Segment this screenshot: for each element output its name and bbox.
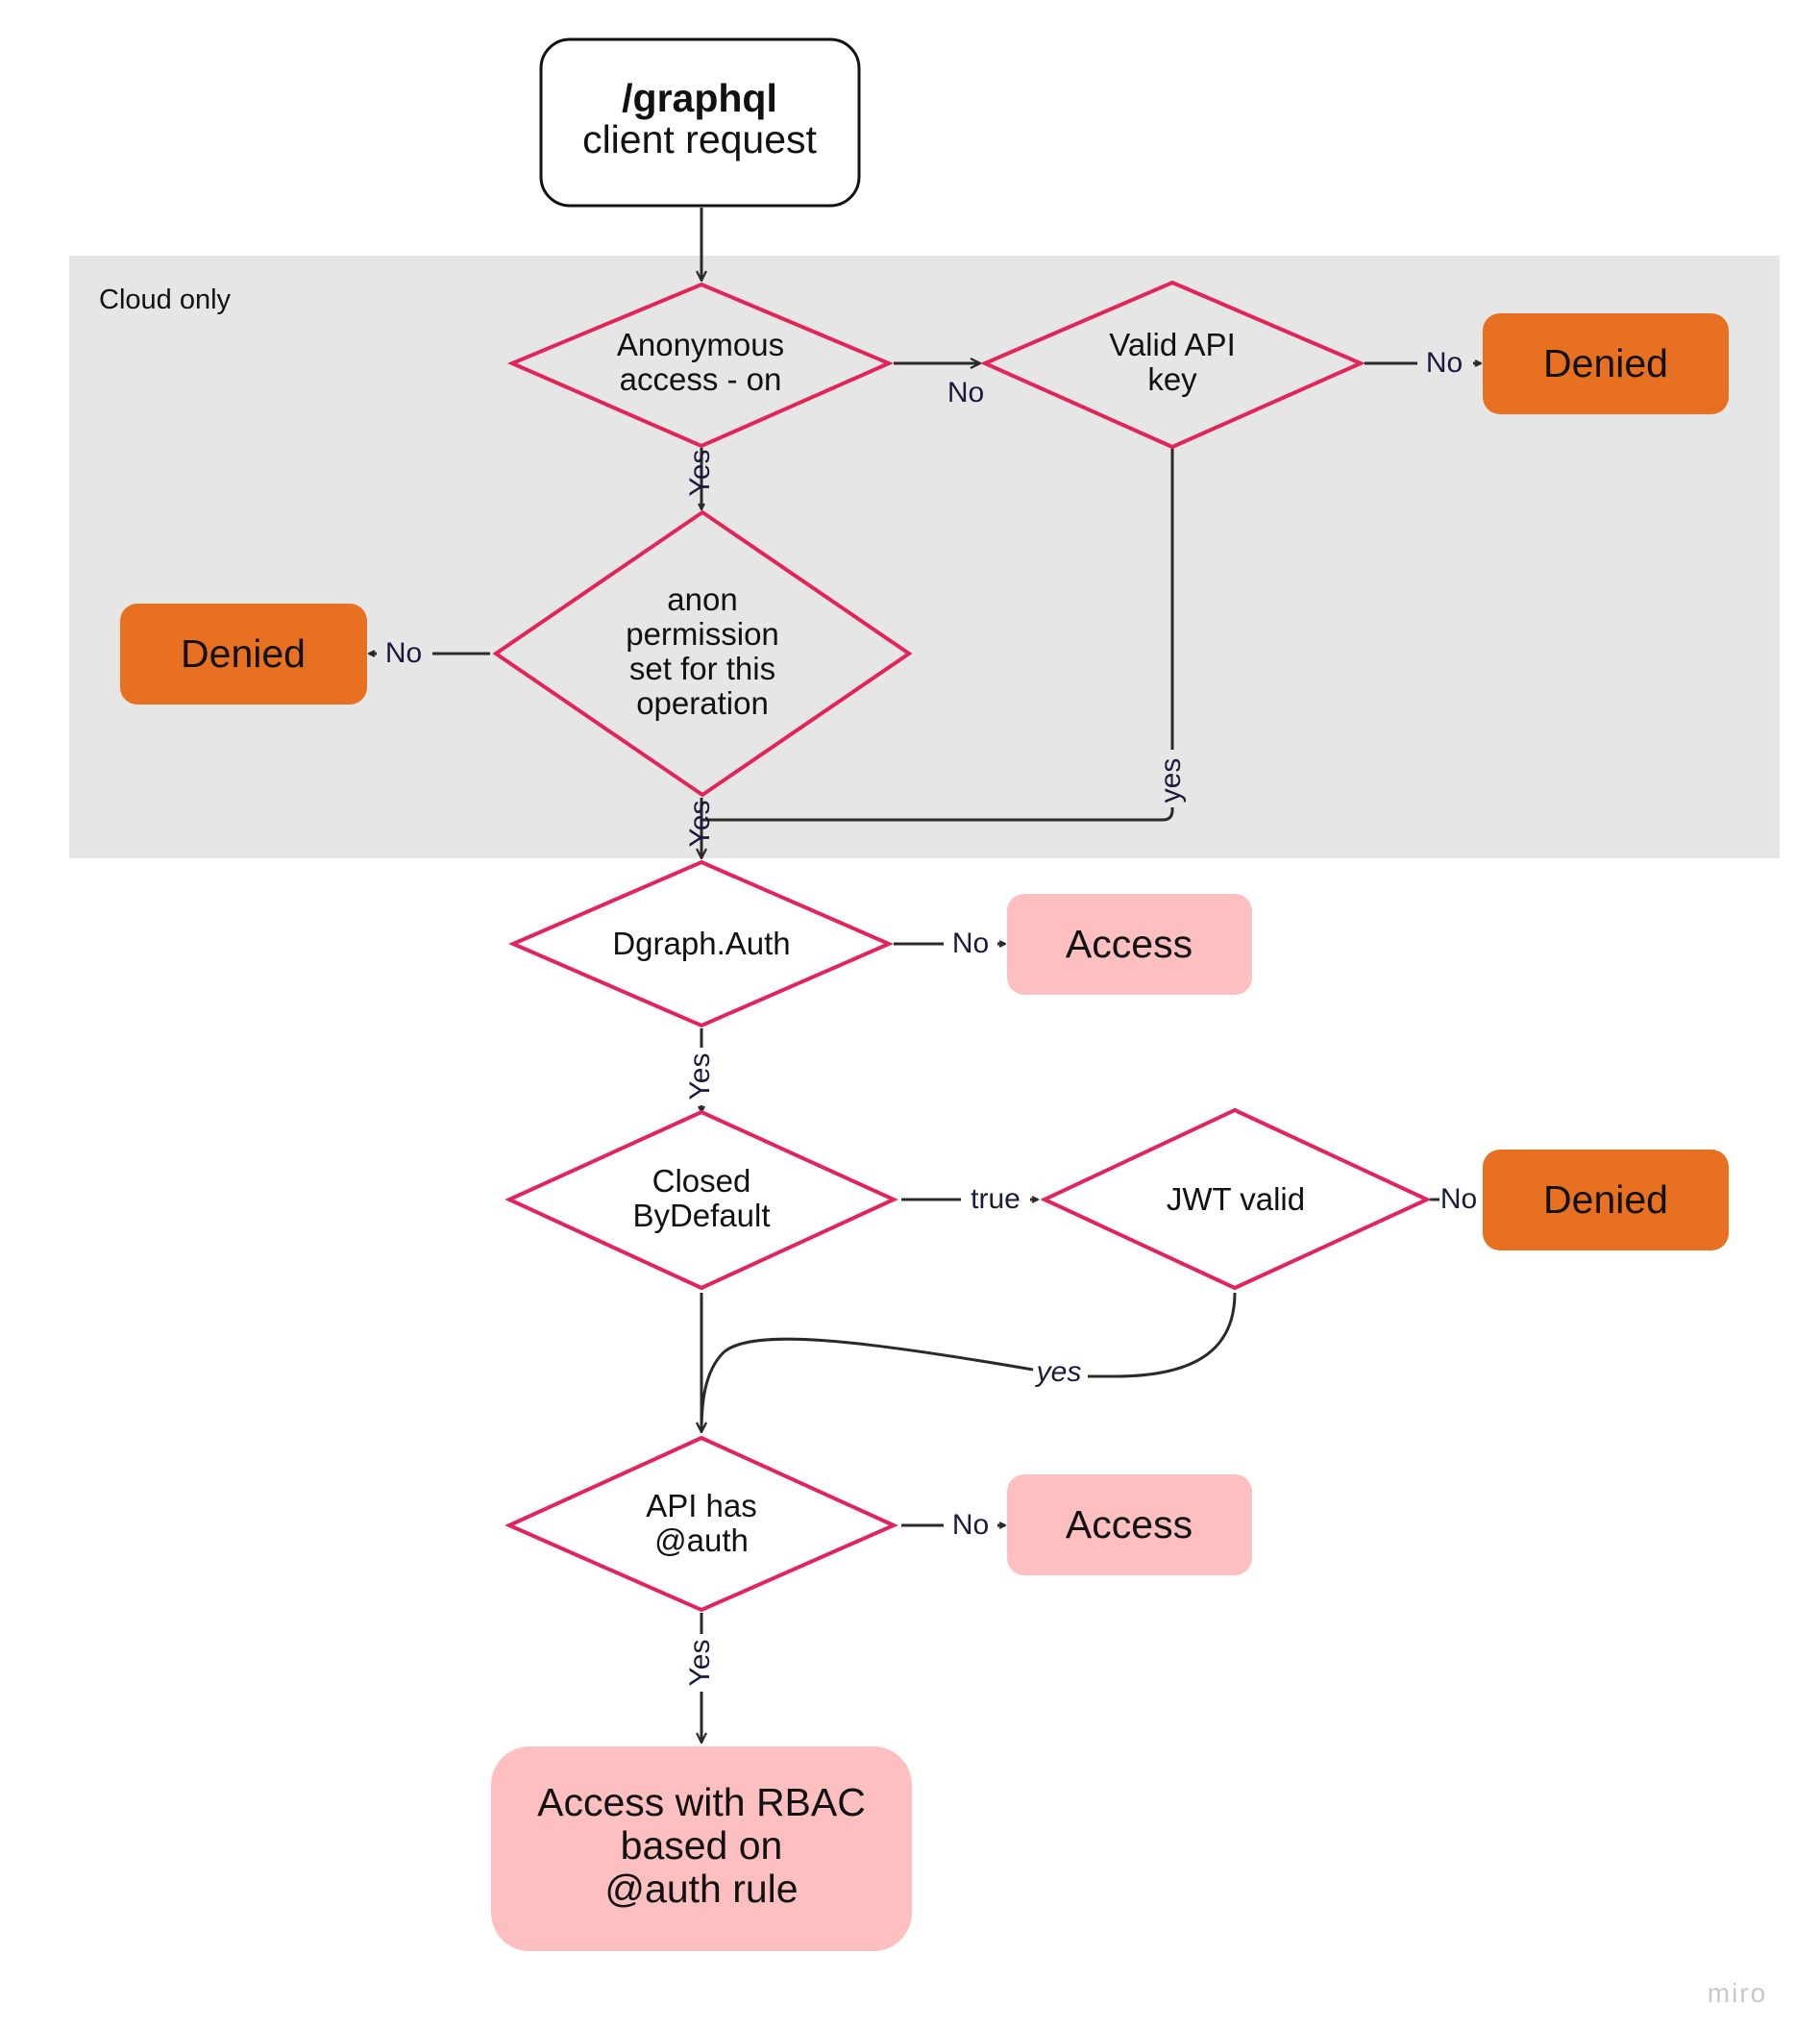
- decision-api-has-auth-diamond: [504, 1435, 898, 1613]
- decision-anonymous-access-diamond: [506, 282, 895, 449]
- edge-label-api-auth-yes: Yes: [684, 1640, 716, 1687]
- terminal-access-with-rbac: Access with RBAC based on @auth rule: [491, 1746, 912, 1951]
- terminal-access-no-auth-directive-box: [1007, 1474, 1252, 1575]
- terminal-access-with-rbac-line2: based on: [621, 1823, 783, 1868]
- decision-anon-permission-line3: set for this: [629, 651, 775, 686]
- edge-label-perm-no: No: [385, 637, 422, 669]
- edge-label-dgraph-yes: Yes: [684, 1053, 716, 1101]
- terminal-denied-jwt: Denied: [1483, 1150, 1729, 1250]
- edge-label-dgraph-no: No: [952, 928, 989, 959]
- terminal-access-no-auth: Access: [1007, 894, 1252, 995]
- edge-label-anon-access-no: No: [947, 377, 984, 408]
- decision-dgraph-auth-label: Dgraph.Auth: [612, 926, 790, 961]
- decision-dgraph-auth-diamond: [507, 859, 895, 1028]
- start-node-title: /graphql: [622, 76, 777, 120]
- terminal-denied-anon-permission: Denied: [120, 604, 367, 705]
- decision-anon-permission-line2: permission: [626, 616, 779, 652]
- edge-jwt-yes-part2: [701, 1337, 1034, 1432]
- decision-valid-api-key-line2: key: [1147, 361, 1197, 397]
- decision-anon-permission-line1: anon: [667, 581, 737, 617]
- terminal-denied-anon-permission-label: Denied: [181, 631, 306, 676]
- terminal-access-no-auth-box: [1007, 894, 1252, 995]
- terminal-access-no-auth-directive-label: Access: [1066, 1502, 1193, 1546]
- edge-label-jwt-yes: yes: [1035, 1356, 1082, 1388]
- decision-anonymous-access-line2: access - on: [620, 361, 782, 397]
- decision-closed-by-default: Closed ByDefault: [504, 1109, 898, 1291]
- decision-jwt-valid-label: JWT valid: [1167, 1181, 1305, 1217]
- cloud-only-label: Cloud only: [99, 285, 232, 315]
- decision-anonymous-access-line1: Anonymous: [617, 327, 784, 362]
- decision-jwt-valid: JWT valid: [1040, 1107, 1432, 1291]
- edges: [369, 208, 1481, 1743]
- decision-valid-api-key-line1: Valid API: [1109, 327, 1235, 362]
- decision-valid-api-key: Valid API key: [980, 280, 1366, 450]
- decision-dgraph-auth: Dgraph.Auth: [507, 859, 895, 1028]
- decision-jwt-valid-diamond: [1040, 1107, 1432, 1291]
- edge-apikey-yes: [701, 447, 1174, 822]
- terminal-denied-anon-permission-box: [120, 604, 367, 705]
- decision-closed-by-default-diamond: [504, 1109, 898, 1291]
- decision-closed-by-default-line1: Closed: [652, 1163, 751, 1199]
- edge-label-anon-access-yes: Yes: [684, 450, 716, 497]
- start-node-box: [539, 37, 861, 208]
- edge-label-closed-true: true: [971, 1183, 1021, 1215]
- terminal-denied-api-key: Denied: [1483, 313, 1729, 414]
- edge-label-apikey-yes: yes: [1155, 758, 1187, 804]
- decision-anonymous-access: Anonymous access - on: [506, 282, 895, 449]
- decision-api-has-auth-line2: @auth: [654, 1522, 749, 1558]
- terminal-denied-jwt-label: Denied: [1543, 1177, 1668, 1222]
- terminal-access-with-rbac-box: [491, 1746, 912, 1951]
- terminal-denied-api-key-label: Denied: [1543, 341, 1668, 385]
- terminal-access-with-rbac-line1: Access with RBAC: [537, 1780, 866, 1824]
- decision-closed-by-default-line2: ByDefault: [632, 1198, 770, 1233]
- terminal-denied-api-key-box: [1483, 313, 1729, 414]
- decision-api-has-auth: API has @auth: [504, 1435, 898, 1613]
- terminal-denied-jwt-box: [1483, 1150, 1729, 1250]
- decision-valid-api-key-diamond: [980, 280, 1366, 450]
- miro-watermark: miro: [1708, 1978, 1767, 2008]
- edge-label-perm-yes: Yes: [684, 801, 716, 848]
- edge-label-apikey-no: No: [1426, 347, 1463, 379]
- start-node-client-request: /graphql client request: [539, 37, 861, 208]
- edge-label-api-auth-no: No: [952, 1509, 989, 1541]
- edge-label-jwt-no: No: [1440, 1183, 1477, 1215]
- decision-anon-permission-diamond: [492, 509, 913, 798]
- decision-anon-permission-line4: operation: [636, 685, 769, 721]
- terminal-access-with-rbac-line3: @auth rule: [604, 1867, 798, 1911]
- terminal-access-no-auth-directive: Access: [1007, 1474, 1252, 1575]
- edge-jwt-yes-part1: [1088, 1292, 1237, 1378]
- decision-anon-permission: anon permission set for this operation: [492, 509, 913, 798]
- start-node-subtitle: client request: [582, 117, 817, 161]
- decision-api-has-auth-line1: API has: [646, 1488, 757, 1523]
- terminal-access-no-auth-label: Access: [1066, 922, 1193, 966]
